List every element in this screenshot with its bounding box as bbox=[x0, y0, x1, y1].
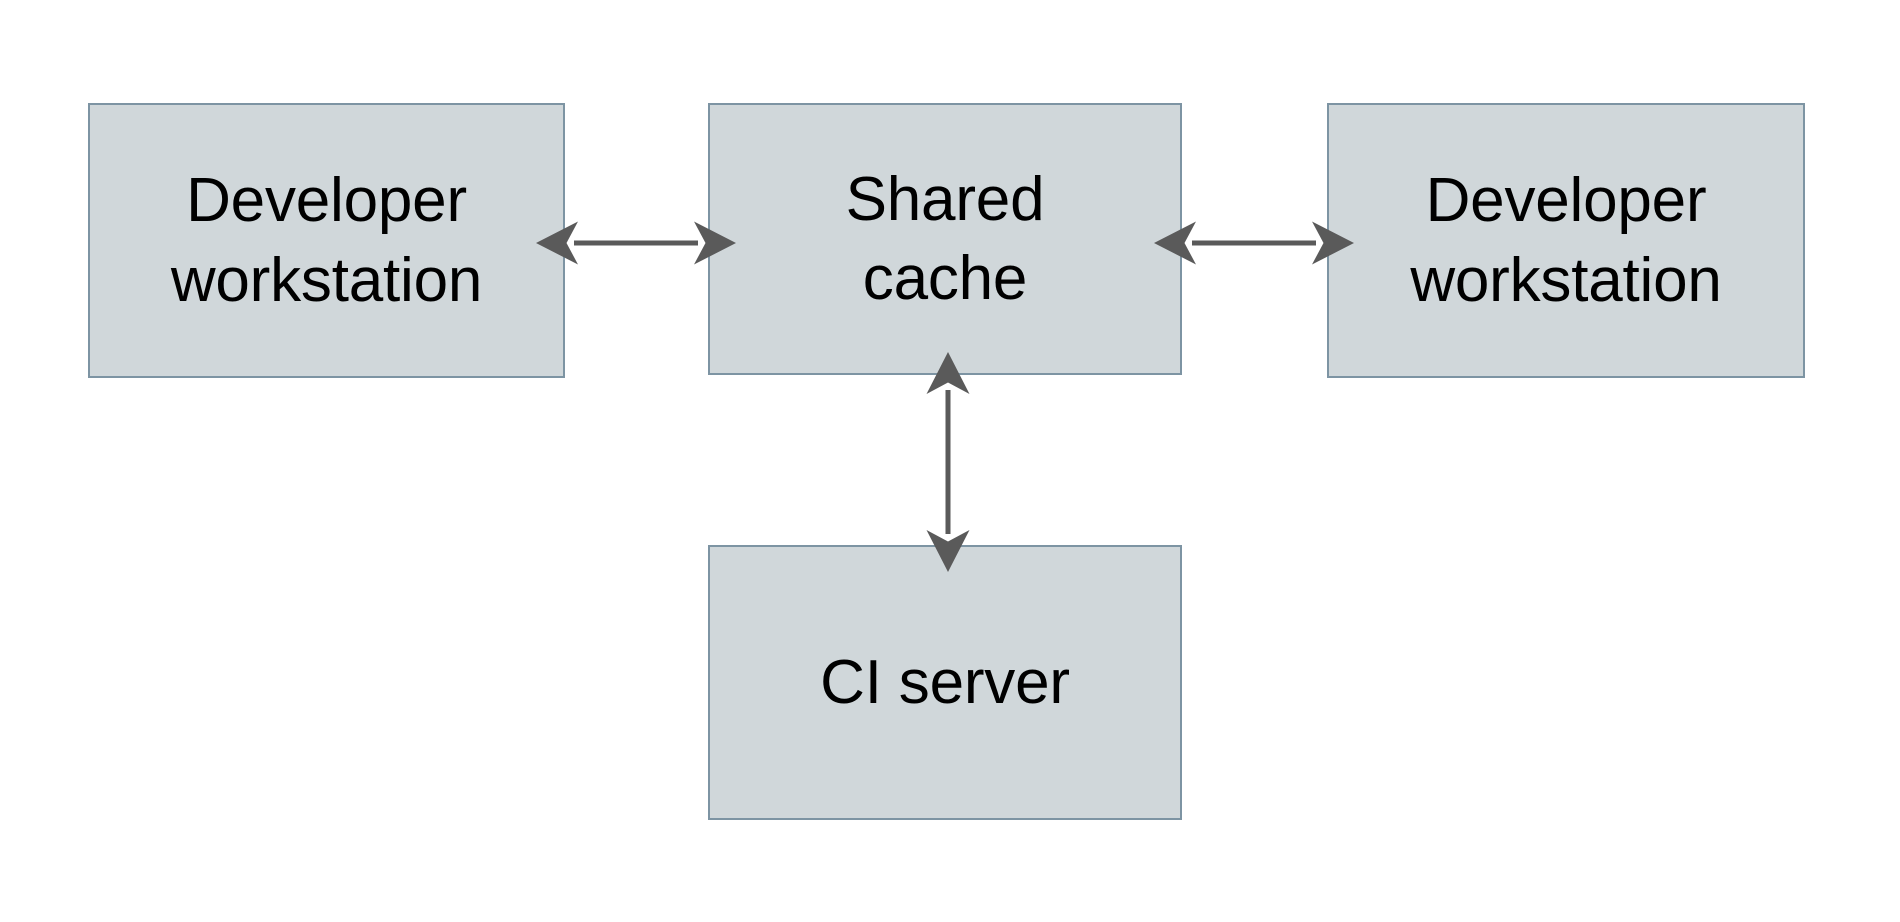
node-label: Developer workstation bbox=[1410, 166, 1722, 315]
node-developer-workstation-left[interactable]: Developer workstation bbox=[88, 103, 565, 378]
node-shared-cache[interactable]: Shared cache bbox=[708, 103, 1182, 375]
node-label: Developer workstation bbox=[170, 166, 483, 315]
node-developer-workstation-right[interactable]: Developer workstation bbox=[1327, 103, 1805, 378]
node-label: CI server bbox=[820, 647, 1070, 717]
edge-dev-left-to-shared-cache bbox=[536, 221, 737, 265]
node-label: Shared cache bbox=[845, 164, 1045, 313]
edge-shared-cache-to-dev-right bbox=[1154, 221, 1355, 265]
edge-shared-cache-to-ci-server bbox=[926, 352, 970, 573]
node-ci-server[interactable]: CI server bbox=[708, 545, 1182, 820]
